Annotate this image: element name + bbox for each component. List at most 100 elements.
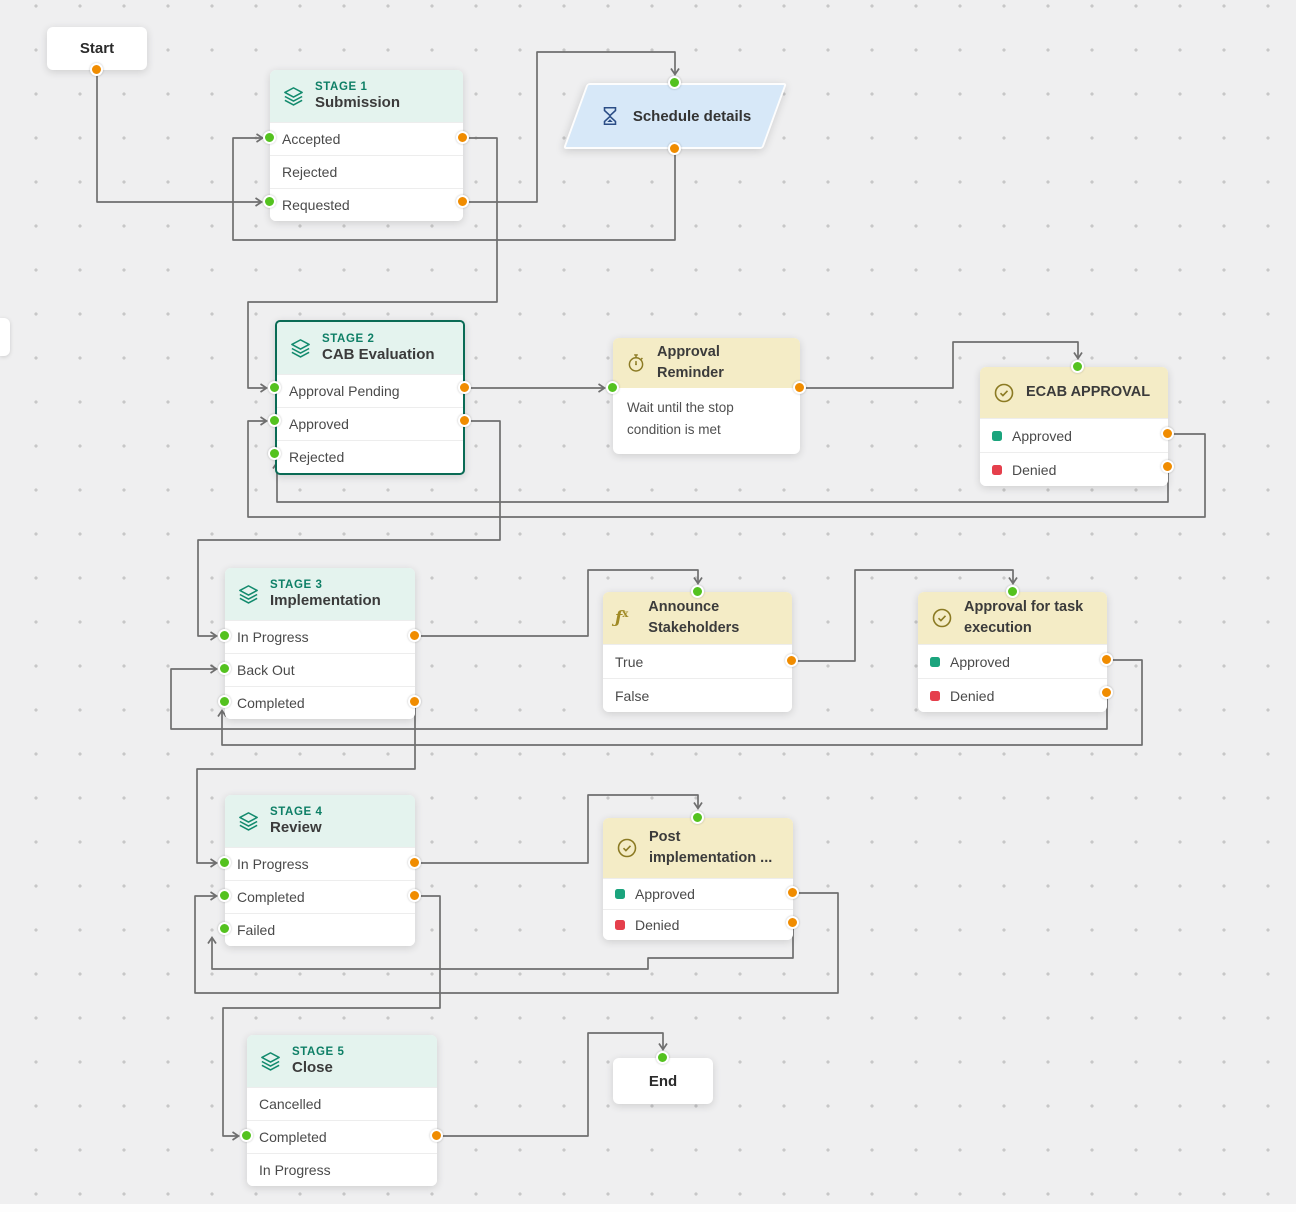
stage4-completed-output-port[interactable]: [408, 889, 421, 902]
announce-row-true[interactable]: True: [603, 644, 792, 678]
task-approval-row-denied[interactable]: Denied: [918, 678, 1107, 712]
stage4-row-completed[interactable]: Completed: [225, 880, 415, 913]
edge-stage3-inprogress-to-announce[interactable]: [415, 569, 703, 637]
edge-schedule-to-accepted[interactable]: [232, 133, 676, 241]
ecab-approval-node[interactable]: ECAB APPROVAL Approved Denied: [980, 367, 1168, 486]
side-panel-handle[interactable]: [0, 318, 10, 356]
task-approval-row-approved[interactable]: Approved: [918, 644, 1107, 678]
stage3-row-in-progress[interactable]: In Progress: [225, 620, 415, 653]
stage3-node[interactable]: STAGE 3 Implementation In Progress Back …: [225, 568, 415, 719]
stage1-row-rejected[interactable]: Rejected: [270, 155, 463, 188]
stage1-accepted-output-port[interactable]: [456, 131, 469, 144]
reminder-output-port[interactable]: [793, 381, 806, 394]
schedule-input-port[interactable]: [668, 76, 681, 89]
stage2-node[interactable]: STAGE 2 CAB Evaluation Approval Pending …: [275, 320, 465, 475]
edge-stage4-completed-to-stage5[interactable]: [222, 895, 441, 1141]
stage5-completed-input-port[interactable]: [240, 1129, 253, 1142]
stage4-failed-input-port[interactable]: [218, 922, 231, 935]
stage3-inprogress-output-port[interactable]: [408, 629, 421, 642]
edge-stage3-completed-to-stage4[interactable]: [196, 702, 416, 868]
stage5-completed-output-port[interactable]: [430, 1129, 443, 1142]
edge-ecab-approved-to-stage2-approved[interactable]: [247, 416, 1206, 518]
task-approval-node[interactable]: Approval for task execution Approved Den…: [918, 592, 1107, 712]
ecab-approved-output-port[interactable]: [1161, 427, 1174, 440]
stage3-row-completed[interactable]: Completed: [225, 686, 415, 719]
stage1-requested-input-port[interactable]: [263, 195, 276, 208]
edge-task-denied-to-stage3-backout[interactable]: [170, 664, 1108, 730]
edge-reminder-to-ecab[interactable]: [800, 341, 1083, 389]
stage2-pending-input-port[interactable]: [268, 381, 281, 394]
task-approved-output-port[interactable]: [1100, 653, 1113, 666]
stage3-completed-input-port[interactable]: [218, 695, 231, 708]
stage2-pending-output-port[interactable]: [458, 381, 471, 394]
ecab-input-port[interactable]: [1071, 360, 1084, 373]
start-node[interactable]: Start: [47, 27, 147, 70]
post-approved-output-port[interactable]: [786, 886, 799, 899]
edge-task-approved-to-stage3-completed[interactable]: [217, 659, 1143, 746]
stage1-header: STAGE 1 Submission: [270, 70, 463, 122]
stage2-row-approval-pending[interactable]: Approval Pending: [277, 374, 463, 407]
stage5-node[interactable]: STAGE 5 Close Cancelled Completed In Pro…: [247, 1035, 437, 1186]
stage4-inprogress-output-port[interactable]: [408, 856, 421, 869]
edge-stage5-completed-to-end[interactable]: [437, 1032, 668, 1137]
stage4-row-in-progress[interactable]: In Progress: [225, 847, 415, 880]
stage2-approved-input-port[interactable]: [268, 414, 281, 427]
stage2-row-rejected[interactable]: Rejected: [277, 440, 463, 473]
stage1-requested-output-port[interactable]: [456, 195, 469, 208]
stage4-row-failed[interactable]: Failed: [225, 913, 415, 946]
task-approval-header: Approval for task execution: [918, 592, 1107, 644]
edge-stage2-approved-to-stage3[interactable]: [197, 420, 501, 641]
task-approval-input-port[interactable]: [1006, 585, 1019, 598]
end-node[interactable]: End: [613, 1058, 713, 1104]
edge-announce-true-to-task-approval[interactable]: [792, 569, 1018, 662]
task-denied-output-port[interactable]: [1100, 686, 1113, 699]
stage3-completed-output-port[interactable]: [408, 695, 421, 708]
stage3-backout-input-port[interactable]: [218, 662, 231, 675]
stage5-row-cancelled[interactable]: Cancelled: [247, 1087, 437, 1120]
post-denied-output-port[interactable]: [786, 916, 799, 929]
announce-input-port[interactable]: [691, 585, 704, 598]
start-output-port[interactable]: [90, 63, 103, 76]
reminder-input-port[interactable]: [606, 381, 619, 394]
edge-stage4-inprogress-to-post[interactable]: [415, 794, 703, 864]
stage2-row-approved[interactable]: Approved: [277, 407, 463, 440]
stage3-inprogress-input-port[interactable]: [218, 629, 231, 642]
announce-true-output-port[interactable]: [785, 654, 798, 667]
ecab-row-denied[interactable]: Denied: [980, 452, 1168, 486]
stage1-accepted-input-port[interactable]: [263, 131, 276, 144]
edge-accepted-to-stage2-pending[interactable]: [247, 137, 498, 393]
edge-requested-to-schedule[interactable]: [463, 51, 680, 203]
post-review-input-port[interactable]: [691, 811, 704, 824]
stage2-approved-output-port[interactable]: [458, 414, 471, 427]
stage5-row-in-progress[interactable]: In Progress: [247, 1153, 437, 1186]
approval-reminder-node[interactable]: Approval Reminder Wait until the stop co…: [613, 338, 800, 454]
stage1-row-requested[interactable]: Requested: [270, 188, 463, 221]
post-review-node[interactable]: Post implementation ... Approved Denied: [603, 818, 793, 940]
post-review-row-denied[interactable]: Denied: [603, 909, 793, 940]
row-label: Cancelled: [259, 1096, 322, 1112]
end-input-port[interactable]: [656, 1051, 669, 1064]
schedule-output-port[interactable]: [668, 142, 681, 155]
ecab-denied-output-port[interactable]: [1161, 460, 1174, 473]
layers-icon: [237, 810, 260, 833]
post-review-row-approved[interactable]: Approved: [603, 878, 793, 909]
stage1-row-accepted[interactable]: Accepted: [270, 122, 463, 155]
edge-ecab-denied-to-stage2-rejected[interactable]: [272, 460, 1169, 503]
stage4-completed-input-port[interactable]: [218, 889, 231, 902]
edge-start-to-stage1-requested[interactable]: [96, 70, 264, 207]
stage4-node[interactable]: STAGE 4 Review In Progress Completed Fai…: [225, 795, 415, 946]
edge-post-approved-to-stage4-completed[interactable]: [194, 891, 839, 994]
stage4-inprogress-input-port[interactable]: [218, 856, 231, 869]
edge-post-denied-to-stage4-failed[interactable]: [207, 923, 794, 970]
stage5-row-completed[interactable]: Completed: [247, 1120, 437, 1153]
stage1-node[interactable]: STAGE 1 Submission Accepted Rejected Req…: [270, 70, 463, 221]
stage2-rejected-input-port[interactable]: [268, 447, 281, 460]
row-label: In Progress: [259, 1162, 331, 1178]
announce-row-false[interactable]: False: [603, 678, 792, 712]
stage3-row-back-out[interactable]: Back Out: [225, 653, 415, 686]
schedule-details-node[interactable]: Schedule details: [562, 83, 788, 149]
ecab-row-approved[interactable]: Approved: [980, 418, 1168, 452]
